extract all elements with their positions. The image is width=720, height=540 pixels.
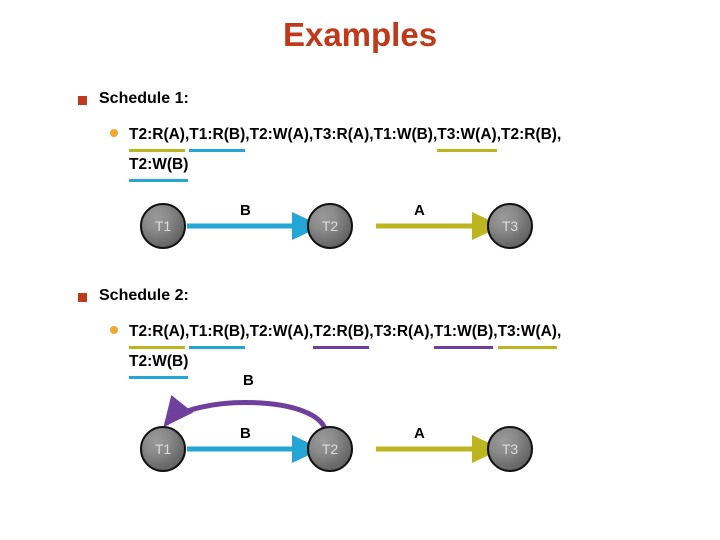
operation-plain: T3:R(A)	[313, 126, 370, 143]
schedule-1-heading: Schedule 1:	[78, 89, 189, 109]
graph2-node-t2-label: T2	[321, 441, 339, 457]
schedule-2-heading-label: Schedule 2:	[99, 287, 189, 304]
square-bullet-icon	[78, 96, 87, 105]
schedule-1-sequence-line1: T2:R(A),T1:R(B), T2:W(A), T3:R(A), T1:W(…	[129, 126, 561, 152]
schedule-1-heading-label: Schedule 1:	[99, 90, 189, 107]
operation-plain: ,	[369, 323, 374, 340]
operation-plain: ,	[556, 126, 562, 143]
operation-plain: ,	[429, 323, 434, 340]
schedule-2-precedence-graph: T1 T2 T3 B B A	[130, 372, 570, 487]
schedule-2-sequence-line1: T2:R(A),T1:R(B), T2:W(A), T2:R(B), T3:R(…	[129, 323, 561, 349]
operation-plain: ,	[369, 126, 374, 143]
graph2-node-t3: T3	[487, 426, 533, 472]
schedule-2-sequence: T2:R(A),T1:R(B), T2:W(A), T2:R(B), T3:R(…	[110, 319, 670, 379]
operation-underlined: T1:R(B)	[189, 319, 246, 349]
graph2-node-t1-label: T1	[154, 441, 172, 457]
graph1-edge-label-a: A	[414, 202, 425, 219]
schedule-2-sequence-text: T2:R(A),T1:R(B), T2:W(A), T2:R(B), T3:R(…	[129, 319, 561, 379]
operation-plain: ,	[556, 323, 562, 340]
operation-underlined: T3:W(A)	[497, 319, 557, 349]
graph2-edge-label-a: A	[414, 425, 425, 442]
operation-underlined: T2:W(B)	[129, 349, 189, 379]
operation-plain: ,	[245, 323, 250, 340]
operation-underlined: T3:W(A)	[437, 122, 497, 152]
operation-plain: ,	[308, 323, 314, 340]
graph1-node-t3: T3	[487, 203, 533, 249]
graph1-node-t1-label: T1	[154, 218, 172, 234]
operation-plain: ,	[432, 126, 438, 143]
graph2-edge-label-b: B	[240, 425, 251, 442]
graph1-node-t2: T2	[307, 203, 353, 249]
operation-plain: ,	[308, 126, 314, 143]
page-title: Examples	[282, 16, 438, 53]
schedule-1-graph-edges	[187, 211, 503, 240]
operation-plain: T3:R(A)	[373, 323, 430, 340]
schedule-1-precedence-graph: T1 T2 T3 B A	[130, 190, 570, 262]
operation-plain: T2:W(A)	[249, 126, 309, 143]
graph2-edge-label-b-curved: B	[243, 372, 254, 389]
schedule-1-sequence-line2: T2:W(B)	[129, 156, 189, 182]
operation-plain: ,	[493, 323, 498, 340]
operation-underlined: T2:R(A)	[129, 122, 185, 152]
operation-underlined: T2:R(A)	[129, 319, 185, 349]
operation-plain: ,	[184, 323, 190, 340]
dot-bullet-icon	[110, 326, 118, 334]
schedule-2-heading: Schedule 2:	[78, 286, 189, 306]
square-bullet-icon	[78, 293, 87, 302]
operation-underlined: T1:R(B)	[189, 122, 246, 152]
graph1-node-t3-label: T3	[501, 218, 519, 234]
operation-underlined: T2:W(B)	[129, 152, 189, 182]
graph2-node-t2: T2	[307, 426, 353, 472]
schedule-2-graph-edges	[163, 394, 503, 463]
operation-plain: ,	[496, 126, 501, 143]
graph2-node-t1: T1	[140, 426, 186, 472]
operation-plain: T2:R(B)	[501, 126, 557, 143]
operation-plain: ,	[184, 126, 190, 143]
operation-plain: ,	[245, 126, 250, 143]
dot-bullet-icon	[110, 129, 118, 137]
schedule-2-sequence-line2: T2:W(B)	[129, 353, 189, 379]
graph1-node-t2-label: T2	[321, 218, 339, 234]
operation-underlined: T2:R(B)	[313, 319, 370, 349]
graph2-node-t3-label: T3	[501, 441, 519, 457]
schedule-1-sequence-text: T2:R(A),T1:R(B), T2:W(A), T3:R(A), T1:W(…	[129, 122, 561, 182]
schedule-1-sequence: T2:R(A),T1:R(B), T2:W(A), T3:R(A), T1:W(…	[110, 122, 670, 182]
graph1-node-t1: T1	[140, 203, 186, 249]
edge-t2-t1-curved	[163, 394, 329, 434]
operation-plain: T2:W(A)	[249, 323, 309, 340]
graph1-edge-label-b: B	[240, 202, 251, 219]
operation-plain: T1:W(B)	[373, 126, 433, 143]
operation-underlined: T1:W(B)	[433, 319, 494, 349]
